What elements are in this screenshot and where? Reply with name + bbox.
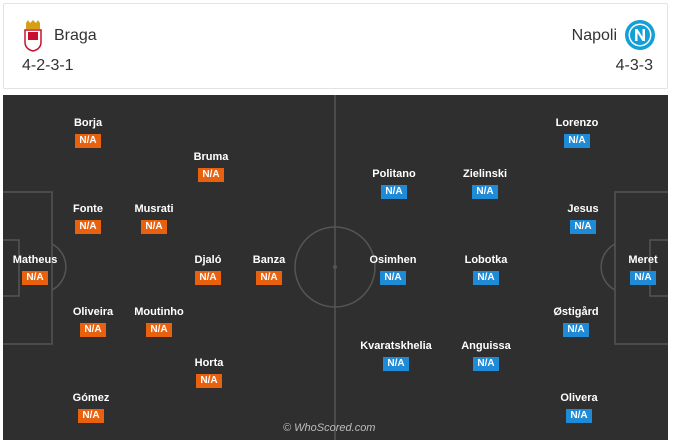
rating-badge: N/A (75, 134, 101, 148)
player-olivera[interactable]: Olivera N/A (539, 392, 619, 423)
rating-badge: N/A (141, 220, 167, 234)
rating-badge: N/A (80, 323, 106, 337)
player-name: Matheus (12, 254, 58, 266)
player-bruma[interactable]: Bruma N/A (171, 151, 251, 182)
napoli-crest-icon (625, 20, 655, 50)
player-fonte[interactable]: Fonte N/A (48, 203, 128, 234)
rating-badge: N/A (472, 185, 498, 199)
player-banza[interactable]: Banza N/A (229, 254, 309, 285)
player-name: Kvaratskhelia (360, 340, 432, 352)
pitch-markings (3, 95, 668, 440)
match-header: Braga 4-2-3-1 Napoli 4-3-3 (3, 3, 668, 89)
player-musrati[interactable]: Musrati N/A (114, 203, 194, 234)
player-matheus[interactable]: Matheus N/A (3, 254, 75, 285)
player-meret[interactable]: Meret N/A (603, 254, 668, 285)
player-kvaratskhelia[interactable]: Kvaratskhelia N/A (356, 340, 436, 371)
player-lobotka[interactable]: Lobotka N/A (446, 254, 526, 285)
player-name: Moutinho (134, 306, 184, 318)
player-name: Lorenzo (555, 117, 599, 129)
rating-badge: N/A (380, 271, 406, 285)
rating-badge: N/A (566, 409, 592, 423)
player-name: Zielinski (462, 168, 508, 180)
player-name: Politano (372, 168, 416, 180)
rating-badge: N/A (381, 185, 407, 199)
player-oliveira[interactable]: Oliveira N/A (53, 306, 133, 337)
player-jesus[interactable]: Jesus N/A (543, 203, 623, 234)
rating-badge: N/A (473, 271, 499, 285)
rating-badge: N/A (198, 168, 224, 182)
rating-badge: N/A (473, 357, 499, 371)
player-name: Borja (73, 117, 103, 129)
player-name: Jesus (567, 203, 599, 215)
rating-badge: N/A (563, 323, 589, 337)
braga-crest-icon (24, 20, 42, 52)
rating-badge: N/A (564, 134, 590, 148)
rating-badge: N/A (630, 271, 656, 285)
player-name: Fonte (73, 203, 103, 215)
player-name: Olivera (560, 392, 598, 404)
player-lorenzo[interactable]: Lorenzo N/A (537, 117, 617, 148)
player-politano[interactable]: Politano N/A (354, 168, 434, 199)
player-name: Musrati (134, 203, 174, 215)
rating-badge: N/A (75, 220, 101, 234)
player-name: Banza (252, 254, 286, 266)
watermark: © WhoScored.com (283, 422, 376, 434)
player-name: Gómez (72, 392, 110, 404)
player-name: Østigård (553, 306, 599, 318)
player-gomez[interactable]: Gómez N/A (51, 392, 131, 423)
player-name: Djaló (194, 254, 222, 266)
rating-badge: N/A (146, 323, 172, 337)
home-formation: 4-2-3-1 (22, 57, 74, 74)
player-anguissa[interactable]: Anguissa N/A (446, 340, 526, 371)
away-team-name[interactable]: Napoli (571, 27, 617, 44)
player-moutinho[interactable]: Moutinho N/A (119, 306, 199, 337)
player-name: Horta (194, 357, 224, 369)
player-borja[interactable]: Borja N/A (48, 117, 128, 148)
away-formation: 4-3-3 (615, 57, 653, 74)
rating-badge: N/A (196, 374, 222, 388)
rating-badge: N/A (383, 357, 409, 371)
player-ostigard[interactable]: Østigård N/A (536, 306, 616, 337)
player-osimhen[interactable]: Osimhen N/A (353, 254, 433, 285)
rating-badge: N/A (256, 271, 282, 285)
home-team-name[interactable]: Braga (54, 27, 97, 44)
rating-badge: N/A (195, 271, 221, 285)
player-name: Osimhen (369, 254, 417, 266)
player-name: Bruma (193, 151, 229, 163)
pitch: Borja N/A Bruma N/A Fonte N/A Musrati N/… (3, 95, 668, 440)
player-djalo[interactable]: Djaló N/A (168, 254, 248, 285)
player-name: Oliveira (72, 306, 114, 318)
player-name: Meret (628, 254, 658, 266)
rating-badge: N/A (22, 271, 48, 285)
player-horta[interactable]: Horta N/A (169, 357, 249, 388)
player-zielinski[interactable]: Zielinski N/A (445, 168, 525, 199)
rating-badge: N/A (78, 409, 104, 423)
player-name: Anguissa (461, 340, 511, 352)
player-name: Lobotka (464, 254, 508, 266)
rating-badge: N/A (570, 220, 596, 234)
